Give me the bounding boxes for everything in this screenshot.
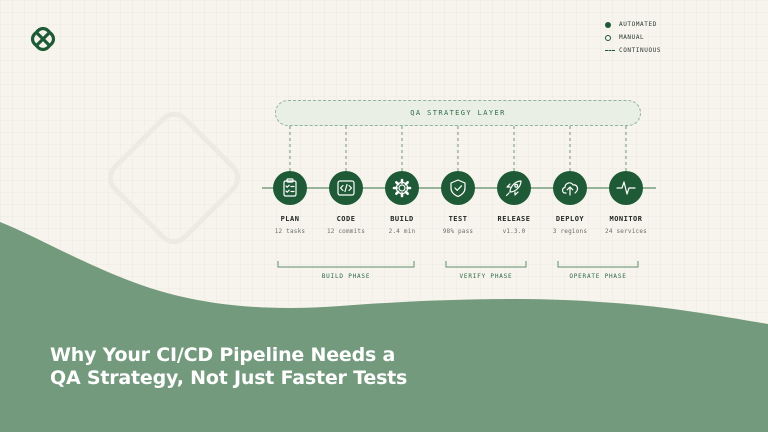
phase-bracket	[557, 261, 639, 268]
cloud-upload-icon	[561, 182, 579, 196]
shield-check-icon	[450, 179, 466, 198]
stage-monitor: MONITOR 24 services	[596, 215, 656, 235]
phase-bracket	[277, 261, 415, 268]
stage-name: RELEASE	[497, 215, 531, 223]
stage-meta: 24 services	[605, 228, 647, 235]
rocket-icon	[505, 180, 522, 197]
stage-node-code	[329, 171, 363, 205]
stage-meta: 12 commits	[326, 228, 366, 235]
stage-name: BUILD	[390, 215, 414, 223]
stage-code: CODE 12 commits	[316, 215, 376, 235]
brand-logo-icon	[30, 26, 56, 52]
legend-label: MANUAL	[619, 34, 645, 41]
stage-name: DEPLOY	[555, 215, 585, 223]
headline: Why Your CI/CD Pipeline Needs a QA Strat…	[50, 344, 407, 390]
stage-name: PLAN	[280, 215, 300, 223]
stage-meta: v1.3.0	[502, 228, 526, 235]
qa-strategy-layer: QA STRATEGY LAYER	[275, 100, 641, 126]
stage-test: TEST 98% pass	[428, 215, 488, 235]
stage-node-deploy	[553, 171, 587, 205]
phase-bracket	[445, 261, 527, 268]
stage-name: TEST	[448, 215, 468, 223]
pulse-icon	[616, 181, 636, 195]
legend-continuous: CONTINUOUS	[605, 44, 661, 57]
stage-meta: 98% pass	[442, 228, 474, 235]
stage-node-build	[385, 171, 419, 205]
stage-plan: PLAN 12 tasks	[260, 215, 320, 235]
stage-node-plan	[273, 171, 307, 205]
filled-dot-icon	[605, 21, 611, 28]
open-dot-icon	[605, 34, 611, 41]
legend-automated: AUTOMATED	[605, 18, 661, 31]
clipboard-checklist-icon	[283, 178, 297, 197]
headline-line-1: Why Your CI/CD Pipeline Needs a	[50, 344, 396, 366]
legend-label: CONTINUOUS	[619, 47, 662, 54]
dashed-line-icon	[605, 50, 615, 51]
stage-build: BUILD 2.4 min	[372, 215, 432, 235]
stage-node-test	[441, 171, 475, 205]
headline-line-2: QA Strategy, Not Just Faster Tests	[50, 367, 408, 389]
stage-meta: 2.4 min	[388, 228, 416, 235]
stage-node-release	[497, 171, 531, 205]
stage-name: CODE	[336, 215, 356, 223]
gear-icon	[392, 178, 412, 198]
legend: AUTOMATED MANUAL CONTINUOUS	[605, 18, 661, 57]
stage-meta: 12 tasks	[274, 228, 306, 235]
stage-node-monitor	[609, 171, 643, 205]
stage-deploy: DEPLOY 3 regions	[540, 215, 600, 235]
code-brackets-icon	[337, 180, 355, 196]
legend-label: AUTOMATED	[619, 21, 657, 28]
phase-label: OPERATE PHASE	[569, 273, 627, 280]
phase-label: VERIFY PHASE	[459, 273, 513, 280]
phase-label: BUILD PHASE	[321, 273, 371, 280]
stage-release: RELEASE v1.3.0	[484, 215, 544, 235]
legend-manual: MANUAL	[605, 31, 661, 44]
stage-meta: 3 regions	[552, 228, 588, 235]
stage-name: MONITOR	[609, 215, 643, 223]
